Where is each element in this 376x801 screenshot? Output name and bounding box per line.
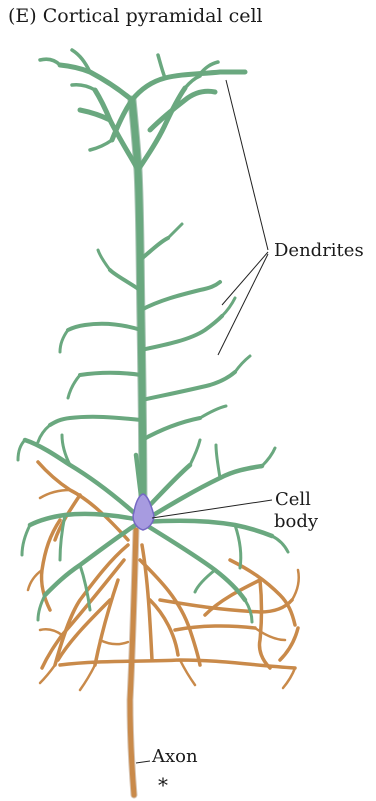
axon-leader (136, 761, 150, 763)
asterisk-marker: * (158, 774, 168, 796)
dendrites-leader-low (218, 254, 268, 355)
cell-body-label-line1: Cell (275, 489, 311, 511)
dendrites-leader-mid (222, 252, 268, 305)
dendrites-leader-top (226, 80, 268, 250)
dendrite-tree (18, 50, 288, 622)
dendrites-label: Dendrites (274, 240, 364, 262)
cell-body-label-line2: body (274, 511, 318, 533)
cell-body-soma (133, 494, 154, 530)
axon-label: Axon (152, 746, 198, 768)
